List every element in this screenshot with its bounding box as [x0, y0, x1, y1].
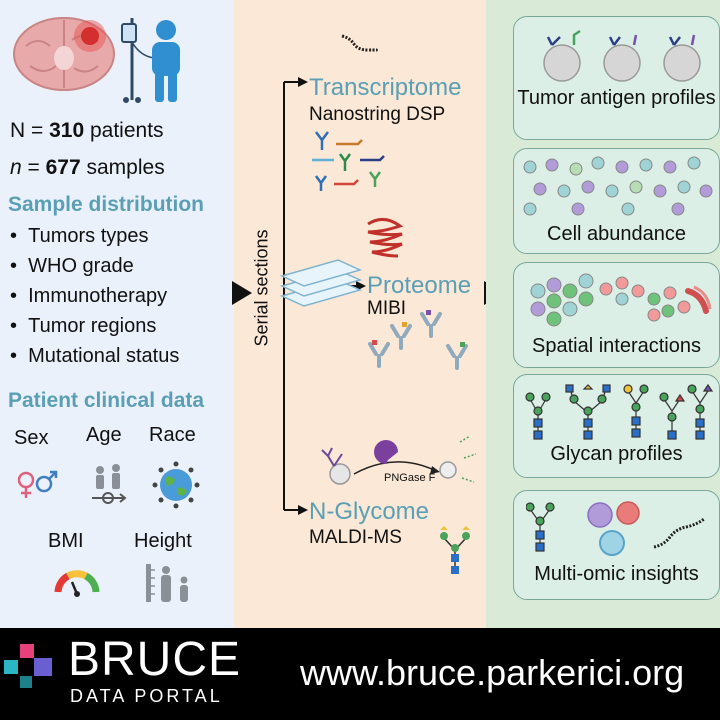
- branch-lines: [279, 77, 366, 515]
- glycan-tree-icon: [440, 526, 470, 574]
- brand-name: BRUCE: [68, 633, 242, 686]
- protein-structure-icon: [367, 218, 404, 258]
- card-label: Multi-omic insights: [534, 563, 699, 585]
- bullet-item: • Mutational status: [10, 345, 180, 367]
- card-label: Glycan profiles: [550, 443, 683, 465]
- branch-title-proteome: Proteome: [367, 272, 472, 299]
- output-card-multiomic-insights: Multi-omic insights: [513, 490, 720, 600]
- branch-subtitle-proteome: MIBI: [367, 298, 407, 319]
- output-card-spatial-interactions: Spatial interactions: [513, 262, 720, 368]
- card-label: Spatial interactions: [532, 335, 701, 357]
- rna-strand-icon: [341, 34, 378, 52]
- output-card-glycan-profiles: Glycan profiles: [513, 374, 720, 478]
- spatial-cells-icon: [530, 273, 712, 327]
- patients-count: 310: [49, 119, 85, 142]
- clinical-label-sex: Sex: [14, 427, 49, 449]
- glycan-release-icon: [321, 435, 477, 485]
- output-card-tumor-antigen: Tumor antigen profiles: [513, 16, 720, 140]
- enzyme-label: PNGase F: [384, 472, 436, 484]
- samples-suffix: samples: [80, 156, 165, 179]
- footer: BRUCE DATA PORTAL www.bruce.parkerici.or…: [0, 628, 720, 720]
- bruce-logo-icon: [4, 644, 52, 688]
- bullet-item: • Tumors types: [10, 225, 149, 247]
- clinical-label-bmi: BMI: [48, 530, 84, 552]
- branch-subtitle-transcriptome: Nanostring DSP: [309, 104, 446, 125]
- clinical-label-age: Age: [86, 424, 122, 446]
- left-panel: N = 310 patients n = 677 samples Sample …: [0, 0, 234, 628]
- bullet-item: • Immunotherapy: [10, 285, 168, 307]
- sex-symbols-icon: [17, 470, 58, 498]
- samples-count-line: n = 677 samples: [10, 156, 165, 180]
- rna-probes-icon: [312, 131, 385, 191]
- card-label: Tumor antigen profiles: [517, 87, 716, 109]
- bullet-label: WHO grade: [28, 255, 134, 277]
- output-card-cell-abundance: Cell abundance: [513, 148, 720, 254]
- antibody-icon: [368, 310, 468, 370]
- cell-population-icon: [523, 156, 713, 216]
- multiomic-icon: [526, 501, 705, 556]
- clinical-data-title: Patient clinical data: [8, 389, 205, 412]
- bullet-item: • WHO grade: [10, 255, 134, 277]
- card-label: Cell abundance: [547, 223, 686, 245]
- age-icon: [92, 464, 127, 504]
- glycan-profiles-icon: [525, 383, 714, 440]
- bmi-gauge-icon: [54, 570, 100, 597]
- tumor-cells-icon: [543, 29, 701, 82]
- bullet-label: Immunotherapy: [28, 285, 168, 307]
- patients-prefix: N =: [10, 119, 50, 142]
- patient-iv-icon: [121, 18, 180, 103]
- globe-people-icon: [152, 461, 200, 509]
- patients-count-line: N = 310 patients: [10, 119, 164, 143]
- samples-prefix: n: [10, 156, 22, 179]
- bullet-label: Tumor regions: [28, 315, 157, 337]
- branch-title-transcriptome: Transcriptome: [309, 74, 462, 101]
- portal-url-link[interactable]: www.bruce.parkerici.org: [300, 652, 685, 693]
- samples-count: 677: [45, 156, 81, 179]
- patients-suffix: patients: [84, 119, 164, 142]
- brand-subtitle: DATA PORTAL: [70, 686, 223, 706]
- brain-tumor-icon: [13, 17, 115, 91]
- bullet-item: • Tumor regions: [10, 315, 157, 337]
- branch-subtitle-nglycome: MALDI-MS: [309, 527, 402, 548]
- bullet-label: Mutational status: [28, 345, 180, 367]
- height-ruler-icon: [146, 564, 188, 602]
- sample-distribution-title: Sample distribution: [8, 193, 205, 216]
- middle-panel: Serial sections Transcriptome Nanostring…: [232, 0, 504, 628]
- bullet-label: Tumors types: [28, 225, 149, 247]
- clinical-label-race: Race: [149, 424, 196, 446]
- flow-arrow-icon: [232, 281, 252, 305]
- branch-title-nglycome: N-Glycome: [309, 498, 430, 525]
- samples-eq: =: [21, 156, 46, 179]
- clinical-label-height: Height: [134, 530, 192, 552]
